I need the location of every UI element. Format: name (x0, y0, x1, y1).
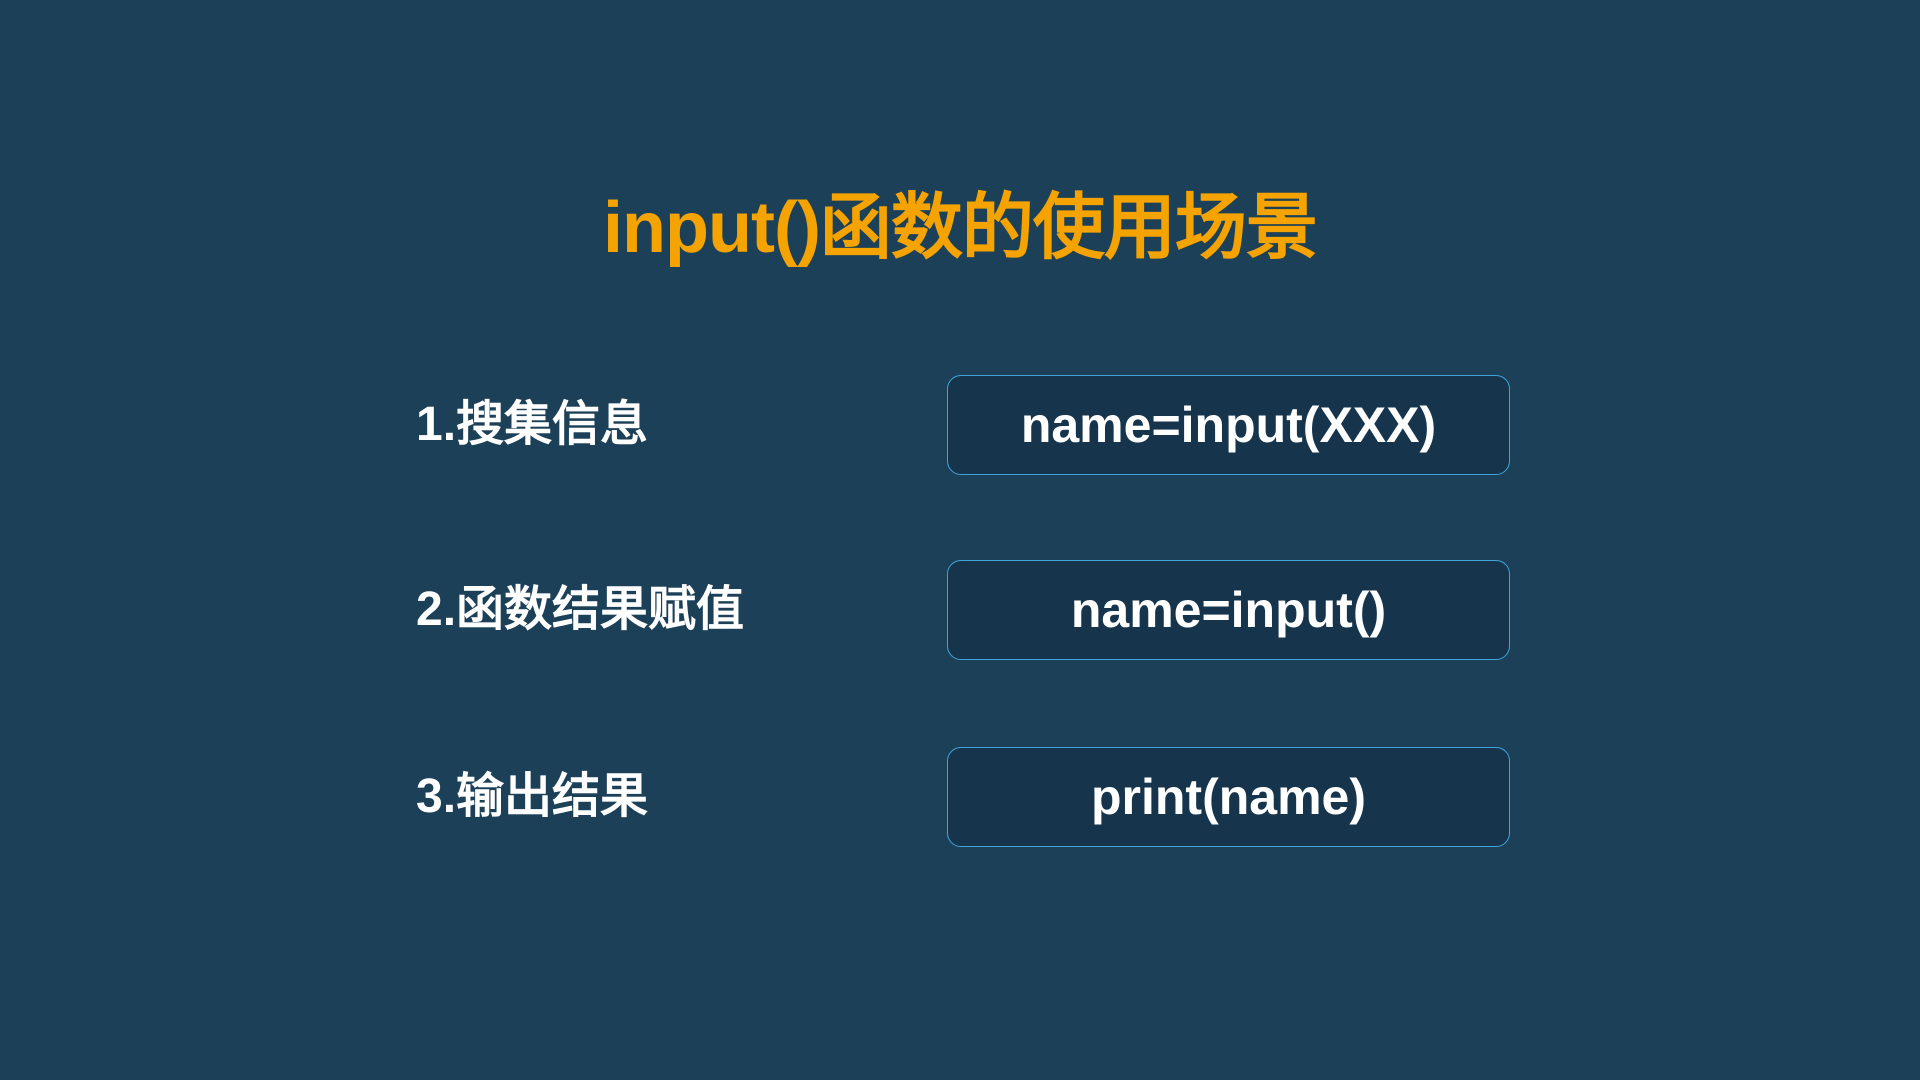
code-box-name-input: name=input() (947, 560, 1510, 660)
code-box-name-input-xxx: name=input(XXX) (947, 375, 1510, 475)
step-label-assign-result: 2.函数结果赋值 (416, 583, 745, 636)
slide-title: input()函数的使用场景 (603, 188, 1318, 268)
step-label-output-result: 3.输出结果 (416, 770, 649, 823)
code-text: name=input(XXX) (1020, 397, 1437, 453)
code-box-print-name: print(name) (947, 747, 1510, 847)
code-text: name=input() (1070, 582, 1387, 638)
step-label-collect-info: 1.搜集信息 (416, 398, 649, 451)
code-text: print(name) (1091, 769, 1366, 825)
